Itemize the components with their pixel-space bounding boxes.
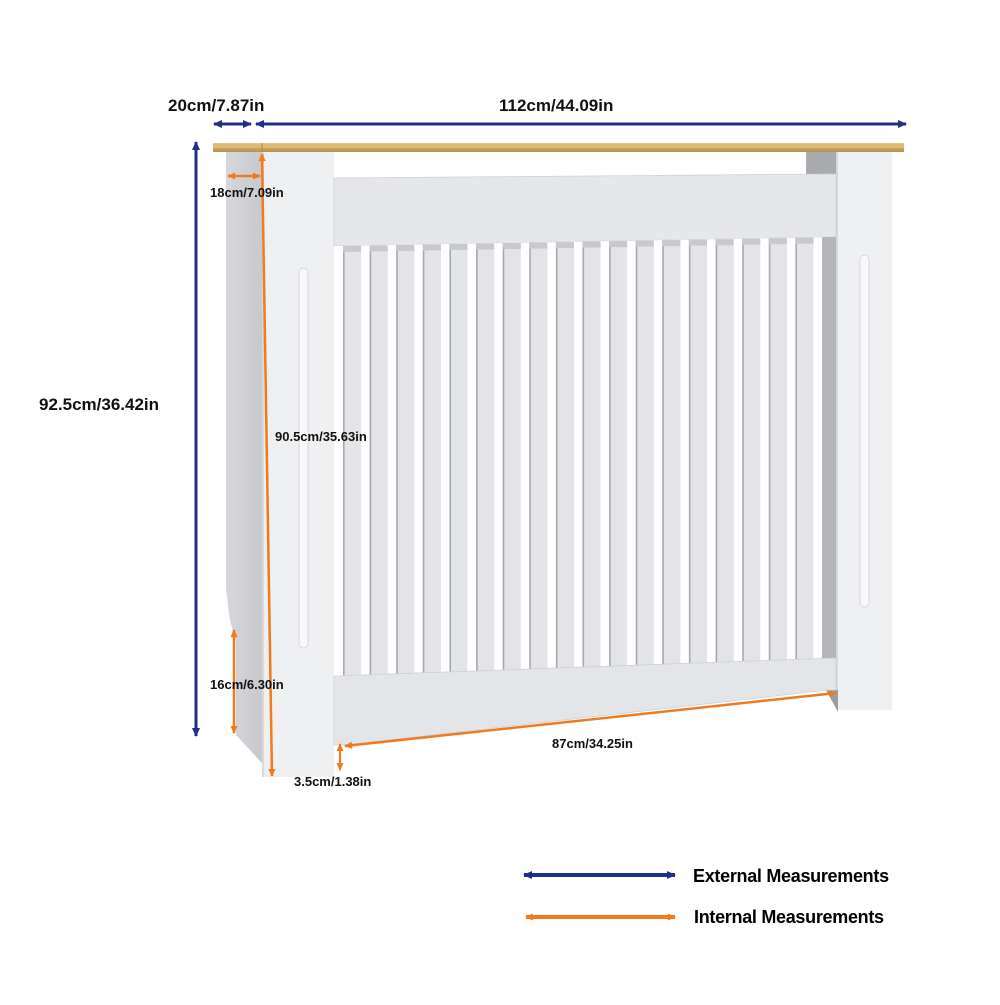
slat (396, 244, 415, 674)
label-internal-depth: 18cm/7.09in (210, 185, 284, 200)
slat (582, 241, 601, 667)
label-external-width: 112cm/44.09in (499, 96, 614, 115)
slat (715, 239, 734, 663)
internal-height-arrow (258, 153, 276, 777)
internal-arrows (227, 153, 837, 777)
label-internal-foot-height: 16cm/6.30in (210, 677, 284, 692)
slat (369, 245, 388, 675)
slat (688, 239, 707, 664)
legend-arrows (523, 871, 676, 921)
label-internal-width: 87cm/34.25in (552, 736, 633, 751)
external-arrows (192, 120, 907, 737)
label-internal-height: 90.5cm/35.63in (275, 429, 367, 444)
top-rail (333, 173, 837, 247)
slat (742, 238, 761, 662)
slat (609, 241, 628, 667)
top-gap (334, 152, 806, 178)
right-front-leg (826, 152, 892, 712)
label-external-depth: 20cm/7.87in (168, 96, 265, 115)
slat (502, 243, 521, 670)
inner-shadow-right (806, 152, 836, 174)
legend-external-label: External Measurements (693, 866, 889, 886)
slat (449, 243, 468, 672)
label-bottom-clearance: 3.5cm/1.38in (294, 774, 372, 789)
slat (795, 237, 814, 660)
slat (476, 243, 495, 671)
slat (422, 244, 441, 673)
slat (529, 242, 548, 669)
slat (662, 240, 681, 665)
internal-width-arrow (344, 690, 837, 749)
slat (343, 245, 362, 676)
slat (768, 238, 787, 661)
slat (635, 240, 654, 666)
slat-group (343, 237, 814, 676)
slat (555, 242, 574, 668)
slat-inner-shadow (822, 237, 836, 659)
label-external-height: 92.5cm/36.42in (39, 395, 160, 414)
legend-internal-label: Internal Measurements (694, 907, 884, 927)
wood-top (213, 143, 904, 152)
